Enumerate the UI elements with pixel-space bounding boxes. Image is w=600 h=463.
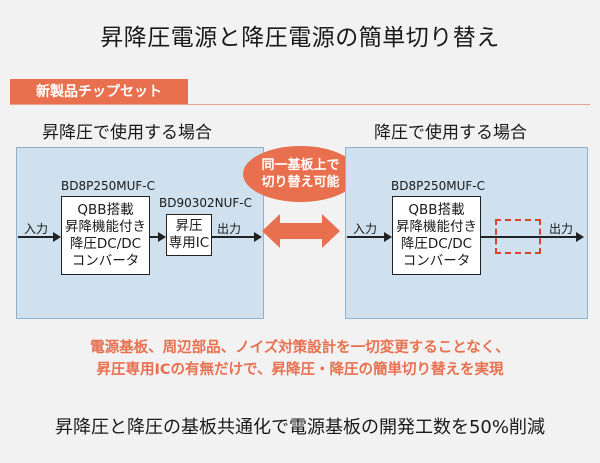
right-output-arrow-line — [481, 236, 576, 238]
right-input-arrow-line — [347, 236, 384, 238]
left-input-arrow-line — [18, 236, 53, 238]
left-output-arrow-line — [212, 236, 254, 238]
left-caption: 昇降圧で使用する場合 — [42, 123, 212, 143]
right-chip-line-2: 昇降機能付き — [396, 218, 477, 235]
left-input-arrow-head — [53, 232, 61, 242]
left-chip-line-3: 降圧DC/DC — [69, 235, 142, 252]
left-output-label: 出力 — [217, 222, 242, 236]
left-boost-ic-box: 昇圧 専用IC — [166, 214, 212, 256]
left-ic-label: BD90302NUF-C — [159, 196, 253, 210]
right-output-arrow-head — [576, 232, 584, 242]
right-chip-line-4: コンバータ — [402, 252, 471, 269]
left-mid-arrow-line — [150, 236, 158, 238]
left-dcdc-converter-box: QBB搭載 昇降機能付き 降圧DC/DC コンバータ — [61, 196, 150, 275]
removed-ic-placeholder — [495, 219, 541, 254]
note-line-2: 昇圧専用ICの有無だけで、昇降圧・降圧の簡単切り替えを実現 — [96, 362, 504, 378]
left-ic-line-1: 昇圧 — [175, 218, 203, 234]
note-line-1: 電源基板、周辺部品、ノイズ対策設計を一切変更することなく、 — [90, 340, 510, 356]
left-mid-arrow-head — [158, 232, 166, 242]
right-chip-label: BD8P250MUF-C — [391, 179, 485, 193]
left-output-arrow-head — [254, 232, 262, 242]
divider — [10, 104, 590, 105]
page-title: 昇降圧電源と降圧電源の簡単切り替え — [100, 25, 500, 51]
right-input-arrow-head — [384, 232, 392, 242]
right-input-label: 入力 — [353, 222, 378, 236]
right-dcdc-converter-box: QBB搭載 昇降機能付き 降圧DC/DC コンバータ — [392, 196, 481, 275]
left-ic-line-2: 専用IC — [168, 235, 210, 251]
product-badge: 新製品チップセット — [10, 79, 188, 105]
bubble-line-2: 切り替え可能 — [261, 175, 340, 190]
double-arrow-icon — [262, 214, 340, 248]
right-chip-line-1: QBB搭載 — [408, 201, 465, 218]
left-chip-line-2: 昇降機能付き — [65, 218, 146, 235]
bubble-line-1: 同一基板上で — [261, 158, 340, 173]
highlight-note: 電源基板、周辺部品、ノイズ対策設計を一切変更することなく、 昇圧専用ICの有無だ… — [0, 337, 600, 381]
switchable-bubble: 同一基板上で 切り替え可能 — [243, 146, 358, 202]
left-chip-line-4: コンバータ — [71, 252, 140, 269]
left-input-label: 入力 — [24, 222, 49, 236]
left-chip-line-1: QBB搭載 — [77, 201, 134, 218]
right-chip-line-3: 降圧DC/DC — [400, 235, 473, 252]
right-caption: 降圧で使用する場合 — [374, 123, 527, 143]
bottom-summary: 昇降圧と降圧の基板共通化で電源基板の開発工数を50%削減 — [54, 417, 545, 438]
right-output-label: 出力 — [549, 222, 574, 236]
left-chip-label: BD8P250MUF-C — [61, 179, 155, 193]
